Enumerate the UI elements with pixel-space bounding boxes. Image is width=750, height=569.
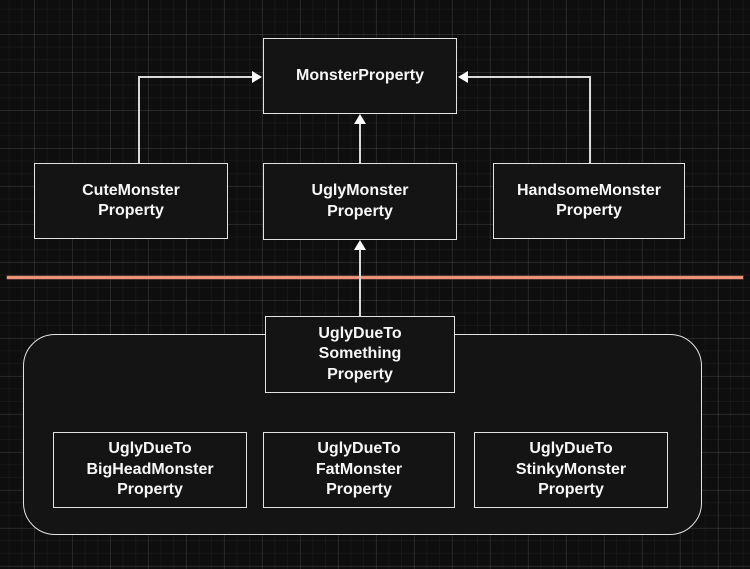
node-monster-property[interactable]: MonsterProperty: [263, 38, 457, 114]
separator-line[interactable]: [7, 276, 743, 279]
arrowhead-right-icon: [252, 71, 262, 83]
node-ugly-due-to-something-property[interactable]: UglyDueTo Something Property: [265, 316, 455, 393]
node-ugly-due-to-stinky-monster-property[interactable]: UglyDueTo StinkyMonster Property: [474, 432, 668, 508]
connector-cute-to-monster-vertical[interactable]: [138, 77, 140, 163]
arrowhead-up-icon: [354, 114, 366, 124]
node-ugly-due-to-fat-monster-property[interactable]: UglyDueTo FatMonster Property: [263, 432, 455, 508]
connector-something-to-ugly-vertical[interactable]: [359, 248, 361, 316]
node-ugly-monster-property[interactable]: UglyMonster Property: [263, 163, 457, 240]
connector-cute-to-monster-horizontal[interactable]: [138, 76, 252, 78]
node-handsome-monster-property[interactable]: HandsomeMonster Property: [493, 163, 685, 239]
arrowhead-up-icon: [354, 240, 366, 250]
arrowhead-left-icon: [458, 71, 468, 83]
node-cute-monster-property[interactable]: CuteMonster Property: [34, 163, 228, 239]
connector-handsome-to-monster-vertical[interactable]: [589, 77, 591, 163]
node-ugly-due-to-bighead-monster-property[interactable]: UglyDueTo BigHeadMonster Property: [53, 432, 247, 508]
connector-handsome-to-monster-horizontal[interactable]: [468, 76, 591, 78]
connector-ugly-to-monster-vertical[interactable]: [359, 122, 361, 163]
